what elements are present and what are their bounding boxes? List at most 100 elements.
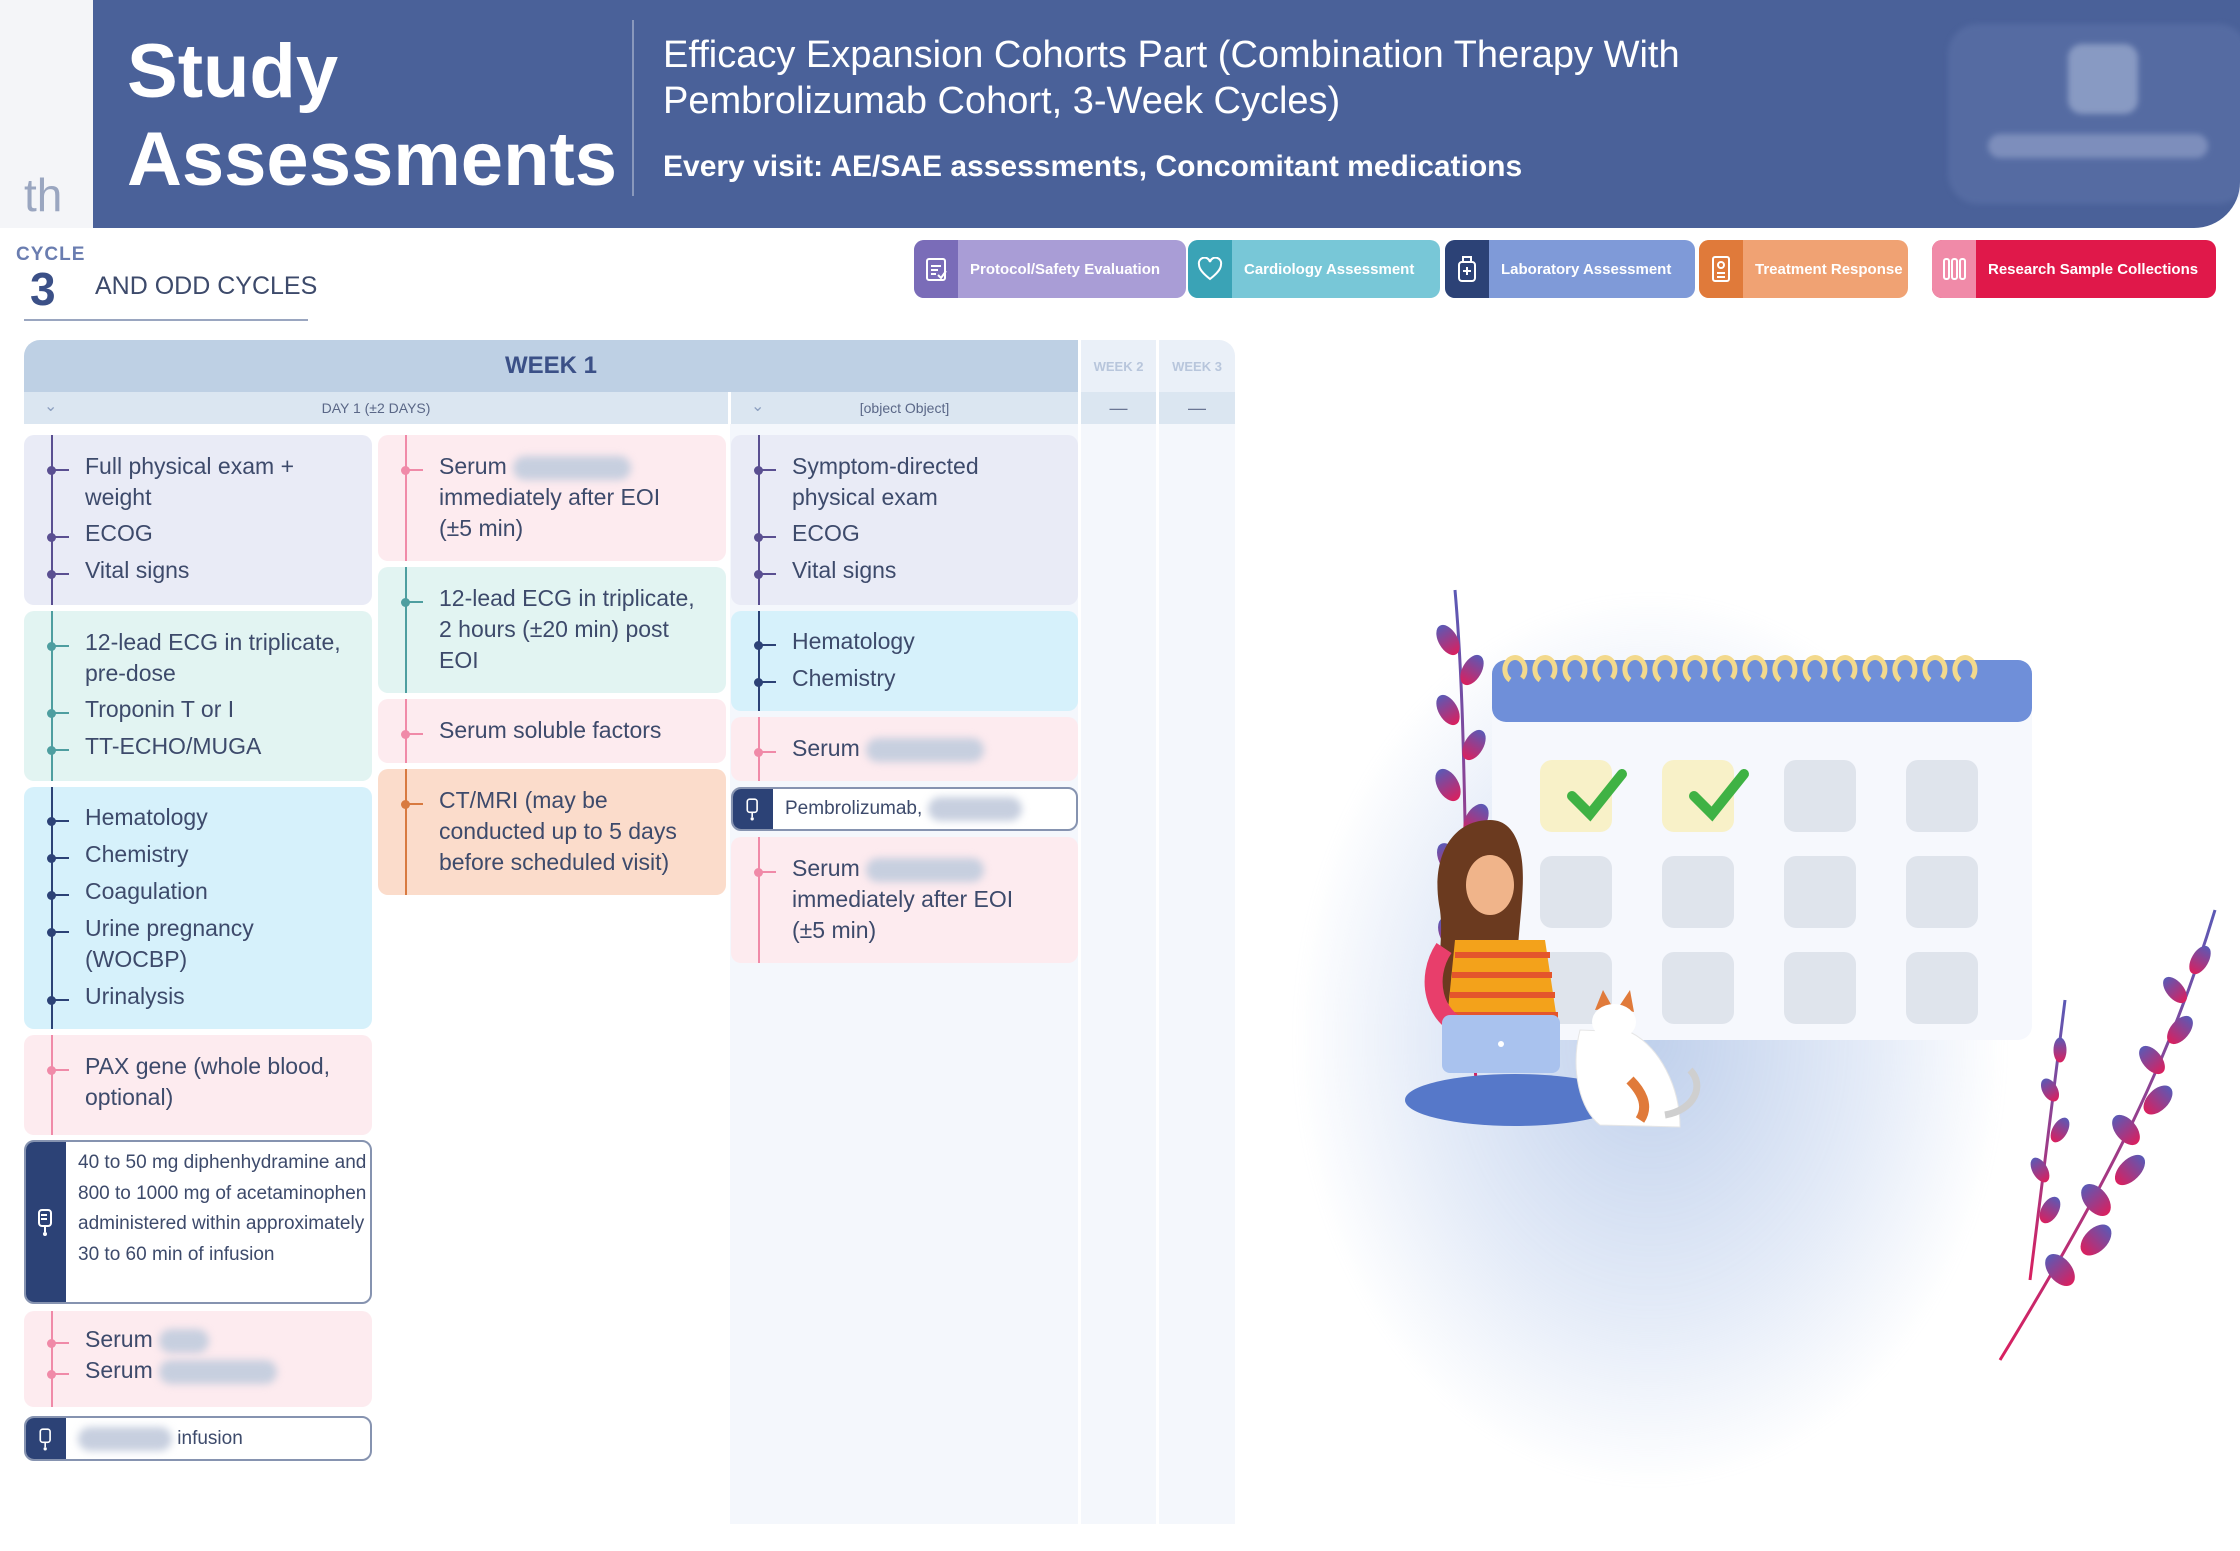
side-tab-text: th — [24, 169, 63, 221]
list-item: Coagulation — [85, 878, 208, 904]
cat-icon — [1575, 990, 1701, 1128]
blurred-logo — [1948, 24, 2240, 204]
list-item: Serum — [792, 855, 860, 881]
page-subtitle: Efficacy Expansion Cohorts Part (Combina… — [663, 34, 1680, 122]
list-item-detail: (±5 min) — [439, 515, 524, 541]
week2-column-bg — [1081, 424, 1156, 1524]
list-item: Urinalysis — [85, 983, 185, 1009]
list-item-detail: immediately after EOI — [439, 484, 661, 510]
day3-header[interactable]: ⌄ [object Object] — [731, 392, 1078, 424]
legend-treatment-response: Treatment Response — [1699, 240, 1908, 298]
list-item: Troponin T or I — [85, 696, 235, 722]
week2-dash: — — [1081, 392, 1156, 424]
clipboard-icon — [914, 240, 958, 298]
header-banner: Study Assessments Efficacy Expansion Coh… — [93, 0, 2240, 228]
every-visit-note: Every visit: AE/SAE assessments, Concomi… — [663, 150, 1523, 183]
week3-dash: — — [1159, 392, 1235, 424]
redacted-text — [159, 1328, 210, 1353]
calendar-icon — [1492, 655, 2032, 1040]
list-item: ECOG — [85, 520, 153, 546]
side-tab: th — [0, 0, 93, 228]
iv-bag-icon — [733, 789, 773, 829]
cycle-underline — [24, 319, 308, 321]
day1-cardio-box: 12-lead ECG in triplicate, pre-dose Trop… — [24, 611, 372, 781]
legend-research-sample: Research Sample Collections — [1932, 240, 2216, 298]
list-item: Chemistry — [85, 841, 189, 867]
day3-serum-eoi-box: Serum immediately after EOI (±5 min) — [731, 837, 1078, 963]
header-divider — [632, 20, 634, 196]
day1-serum-eoi-box: Serum immediately after EOI (±5 min) — [378, 435, 726, 561]
iv-bag-icon — [26, 1418, 66, 1459]
redacted-text — [513, 455, 632, 480]
list-item: Vital signs — [792, 557, 897, 583]
test-tubes-icon — [1932, 240, 1976, 298]
premedication-text: 40 to 50 mg diphenhydramine and 800 to 1… — [78, 1152, 367, 1265]
day3-lab-box: Hematology Chemistry — [731, 611, 1078, 711]
legend-laboratory: Laboratory Assessment — [1445, 240, 1695, 298]
week1-header: WEEK 1 — [24, 340, 1078, 392]
infusion-label: infusion — [177, 1428, 243, 1449]
lavender-right-icon — [1998, 909, 2217, 1361]
pembrolizumab-box: Pembrolizumab, — [731, 787, 1078, 831]
week3-header: WEEK 3 — [1159, 340, 1235, 392]
list-item: 12-lead ECG in triplicate, pre-dose — [85, 629, 341, 686]
list-item: Hematology — [85, 804, 208, 830]
chevron-down-icon[interactable]: ⌄ — [44, 398, 58, 415]
list-item: Full physical exam + weight — [85, 453, 294, 510]
list-item: 12-lead ECG in triplicate, 2 hours (±20 … — [439, 585, 695, 673]
woman-with-laptop-icon — [1405, 820, 1625, 1126]
redacted-text — [927, 796, 1022, 821]
list-item: Vital signs — [85, 557, 190, 583]
list-item: Serum — [85, 1326, 153, 1352]
list-item-detail: immediately after EOI — [792, 886, 1014, 912]
iv-bag-icon — [26, 1142, 66, 1302]
list-item: Serum soluble factors — [439, 717, 662, 743]
list-item: PAX gene (whole blood, optional) — [85, 1053, 331, 1110]
day1-header[interactable]: ⌄ DAY 1 (±2 DAYS) — [24, 392, 728, 424]
week2-header: WEEK 2 — [1081, 340, 1156, 392]
redacted-text — [159, 1359, 278, 1384]
legend-cardiology: Cardiology Assessment — [1188, 240, 1440, 298]
legend-label: Treatment Response — [1755, 260, 1903, 278]
scan-icon — [1699, 240, 1743, 298]
legend-label: Protocol/Safety Evaluation — [970, 260, 1161, 278]
lab-bottle-icon — [1445, 240, 1489, 298]
day1-lab-box: Hematology Chemistry Coagulation Urine p… — [24, 787, 372, 1029]
calendar-illustration — [1405, 589, 2217, 1361]
redacted-text — [78, 1426, 172, 1451]
list-item: Hematology — [792, 628, 915, 654]
day1-serum-box: Serum Serum — [24, 1311, 372, 1407]
pembrolizumab-label: Pembrolizumab, — [785, 798, 923, 819]
list-item: Serum — [792, 735, 860, 761]
day1-ctmri-box: CT/MRI (may be conducted up to 5 days be… — [378, 769, 726, 895]
list-item: Urine pregnancy (WOCBP) — [85, 915, 254, 972]
page-title: Study Assessments — [127, 29, 618, 202]
list-item: Serum — [85, 1357, 153, 1383]
day1-soluble-box: Serum soluble factors — [378, 699, 726, 763]
legend-label: Research Sample Collections — [1988, 260, 2199, 278]
cycle-suffix: AND ODD CYCLES — [95, 272, 318, 300]
infusion-box: infusion — [24, 1416, 372, 1461]
day1-protocol-box: Full physical exam + weight ECOG Vital s… — [24, 435, 372, 605]
day3-label: [object Object] — [859, 400, 950, 416]
day3-protocol-box: Symptom-directed physical exam ECOG Vita… — [731, 435, 1078, 605]
legend-label: Cardiology Assessment — [1244, 260, 1415, 278]
chevron-down-icon[interactable]: ⌄ — [751, 398, 765, 415]
cycle-label: CYCLE — [16, 244, 86, 265]
list-item-detail: (±5 min) — [792, 917, 877, 943]
redacted-text — [866, 737, 985, 762]
day3-serum-box: Serum — [731, 717, 1078, 781]
list-item: ECOG — [792, 520, 860, 546]
list-item: CT/MRI (may be conducted up to 5 days be… — [439, 787, 677, 875]
redacted-text — [866, 857, 985, 882]
cycle-number: 3 — [30, 263, 56, 315]
list-item: Symptom-directed physical exam — [792, 453, 979, 510]
legend-label: Laboratory Assessment — [1501, 260, 1672, 278]
day1-pax-box: PAX gene (whole blood, optional) — [24, 1035, 372, 1135]
list-item: Chemistry — [792, 665, 896, 691]
day1-ecg-post-box: 12-lead ECG in triplicate, 2 hours (±20 … — [378, 567, 726, 693]
week3-column-bg — [1159, 424, 1235, 1524]
legend-protocol-safety: Protocol/Safety Evaluation — [914, 240, 1186, 298]
day1-label: DAY 1 (±2 DAYS) — [321, 400, 431, 416]
premedication-box: 40 to 50 mg diphenhydramine and 800 to 1… — [24, 1140, 372, 1304]
